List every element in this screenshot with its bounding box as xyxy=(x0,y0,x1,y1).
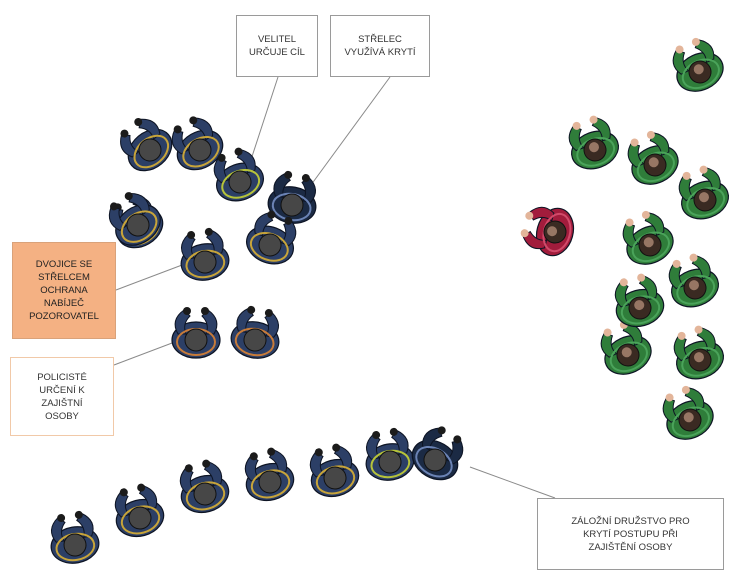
arrest-officer-icon xyxy=(171,307,221,359)
figures-layer xyxy=(50,37,729,564)
label-commander: VELITEL URČUJE CÍL xyxy=(236,15,318,77)
police-officer-icon xyxy=(120,117,173,172)
police-officer-icon xyxy=(108,192,161,246)
police-officer-icon xyxy=(171,116,224,171)
label-reserve: ZÁLOŽNÍ DRUŽSTVO PRO KRYTÍ POSTUPU PŘI Z… xyxy=(537,498,724,570)
group-member-icon xyxy=(668,253,719,308)
label-police-arrest: POLICISTÉ URČENÍ K ZAJIŠTNÍ OSOBY xyxy=(10,357,114,436)
label-pair: DVOJICE SE STŘELCEM OCHRANA NABÍJEČ POZO… xyxy=(12,242,116,339)
label-shooter: STŘELEC VYUŽÍVÁ KRYTÍ xyxy=(330,15,430,77)
police-officer-icon xyxy=(114,483,165,538)
police-officer-icon xyxy=(180,227,230,281)
police-officer-icon xyxy=(50,510,100,564)
leader-line-police xyxy=(113,339,181,366)
group-member-icon xyxy=(678,165,729,220)
group-member-icon xyxy=(600,320,652,375)
group-member-icon xyxy=(622,210,674,265)
police-officer-icon xyxy=(246,210,297,265)
police-officer-icon xyxy=(179,459,230,514)
group-member-icon xyxy=(673,325,724,380)
leader-line-reserve xyxy=(469,466,556,499)
group-member-icon xyxy=(672,37,724,92)
shooter-icon xyxy=(411,426,464,481)
group-member-icon xyxy=(568,115,619,170)
police-officer-icon xyxy=(244,447,295,502)
leader-line-shooter xyxy=(299,76,391,201)
group-member-icon xyxy=(662,385,714,440)
shooter-icon xyxy=(267,170,317,224)
group-member-icon xyxy=(627,130,679,185)
arrest-officer-icon xyxy=(230,305,280,359)
leader-line-pair xyxy=(115,261,191,291)
target-person-icon xyxy=(520,206,575,257)
police-officer-icon xyxy=(309,443,360,498)
commander-icon xyxy=(213,147,264,202)
group-member-icon xyxy=(614,273,665,328)
commander-icon xyxy=(365,427,415,481)
